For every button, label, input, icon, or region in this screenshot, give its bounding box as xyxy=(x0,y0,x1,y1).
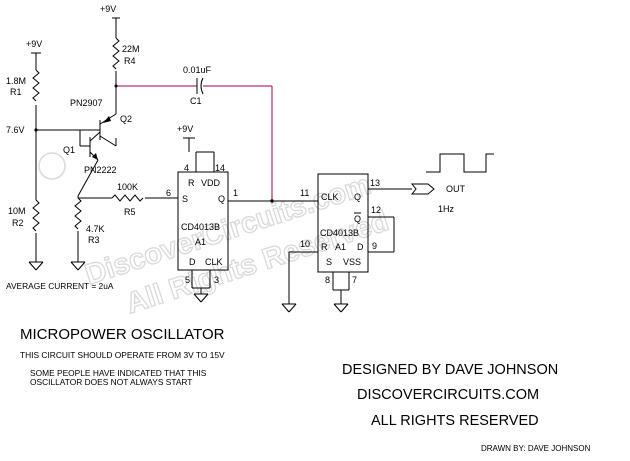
ic-a-s-label: S xyxy=(182,194,188,204)
supply-left-label: +9V xyxy=(26,39,42,49)
c1-value: 0.01uF xyxy=(183,65,212,75)
r2: 10M R2 xyxy=(8,199,44,271)
output-frequency: 1Hz xyxy=(438,204,455,214)
q2-transistor: Q2 PN2907 xyxy=(70,98,132,147)
operating-voltage-note: THIS CIRCUIT SHOULD OPERATE FROM 3V TO 1… xyxy=(20,350,225,360)
ic-a-unit: A1 xyxy=(195,237,206,247)
r5-resistor xyxy=(111,194,144,202)
r1-ref: R1 xyxy=(10,87,22,97)
average-current-label: AVERAGE CURRENT = 2uA xyxy=(6,281,114,291)
ic-a-part: CD4013B xyxy=(181,222,220,232)
r4: +9V 22M R4 xyxy=(100,4,140,105)
ic-b-pin12: 12 xyxy=(371,205,381,215)
supply-ic-label: +9V xyxy=(177,124,193,134)
ic-a-pin1: 1 xyxy=(233,188,238,198)
c1: 0.01uF C1 xyxy=(116,65,273,201)
ic-a-pin3: 3 xyxy=(214,275,219,285)
output-connector: OUT 1Hz xyxy=(410,183,466,214)
start-warning-line2: OSCILLATOR DOES NOT ALWAYS START xyxy=(30,377,192,387)
ic-b-part: CD4013B xyxy=(320,228,359,238)
r5-value: 100K xyxy=(117,182,138,192)
start-warning-line1: SOME PEOPLE HAVE INDICATED THAT THIS xyxy=(30,368,207,378)
ic-b-pin7: 7 xyxy=(352,275,357,285)
watermark-copyright-circle xyxy=(38,152,66,180)
q1-ref: Q1 xyxy=(63,145,75,155)
r1-branch: +9V 1.8M R1 7.6V xyxy=(6,39,42,200)
designer-credit: DESIGNED BY DAVE JOHNSON xyxy=(342,362,558,378)
ic-b-vss-label: VSS xyxy=(343,257,361,267)
ic-b-pin8: 8 xyxy=(325,275,330,285)
r2-value: 10M xyxy=(8,206,26,216)
ic-b-s-label: S xyxy=(326,257,332,267)
output-label: OUT xyxy=(446,184,466,194)
ic-b-r-label: R xyxy=(321,242,328,252)
circuit-title: MICROPOWER OSCILLATOR xyxy=(20,326,225,343)
ic-a-q-label: Q xyxy=(218,194,225,204)
rights-credit: ALL RIGHTS RESERVED xyxy=(371,413,539,429)
ic-a-vdd-label: VDD xyxy=(201,178,221,188)
site-credit: DISCOVERCIRCUITS.COM xyxy=(357,387,539,403)
c1-ref: C1 xyxy=(190,96,202,106)
ic-b-unit: A1 xyxy=(335,242,346,252)
ic-a-pin6: 6 xyxy=(166,188,171,198)
r4-resistor xyxy=(112,37,120,70)
ic-a-clk-label: CLK xyxy=(205,257,223,267)
ic-b-q-label: Q xyxy=(354,192,361,202)
r3-value: 4.7K xyxy=(86,224,105,234)
r3-ref: R3 xyxy=(88,235,100,245)
q1-transistor: Q1 PN2222 xyxy=(63,130,117,175)
r1-resistor xyxy=(32,69,40,102)
q2-ref: Q2 xyxy=(120,114,132,124)
ic-b-d-label: D xyxy=(357,242,364,252)
ic-a-r-label: R xyxy=(188,178,195,188)
ic-b-pin9: 9 xyxy=(372,241,377,251)
r4-ref: R4 xyxy=(124,56,136,66)
r4-value: 22M xyxy=(122,44,140,54)
ic-a-pin5: 5 xyxy=(185,275,190,285)
supply-top-label: +9V xyxy=(100,4,116,14)
r2-resistor xyxy=(32,199,40,232)
q1-part: PN2222 xyxy=(84,165,117,175)
r3-resistor xyxy=(74,197,82,230)
square-wave-icon xyxy=(426,153,494,173)
r1-value: 1.8M xyxy=(6,76,26,86)
ic-b-clk-label: CLK xyxy=(321,192,339,202)
r2-ref: R2 xyxy=(12,218,24,228)
node-voltage-label: 7.6V xyxy=(6,125,25,135)
ic-b-pin11: 11 xyxy=(300,188,309,198)
q2-part: PN2907 xyxy=(70,98,103,108)
ic-b: 11 CLK Q Q CD4013B R A1 D S VSS 13 12 9 … xyxy=(281,173,412,313)
ic-b-qbar-label: Q xyxy=(354,214,361,224)
ic-b-pin10: 10 xyxy=(300,239,310,249)
ic-a-pin14: 14 xyxy=(215,163,225,173)
r5: 100K R5 xyxy=(78,182,178,217)
ic-a-d-label: D xyxy=(189,257,196,267)
ic-a: +9V 4 14 R VDD S Q 6 CD4013B A1 D CLK 5 … xyxy=(166,124,229,303)
drawn-by-credit: DRAWN BY: DAVE JOHNSON xyxy=(481,444,591,453)
ic-b-pin13: 13 xyxy=(370,178,380,188)
r5-ref: R5 xyxy=(124,207,136,217)
ic-a-pin4: 4 xyxy=(184,163,189,173)
r3: 4.7K R3 xyxy=(70,197,105,271)
